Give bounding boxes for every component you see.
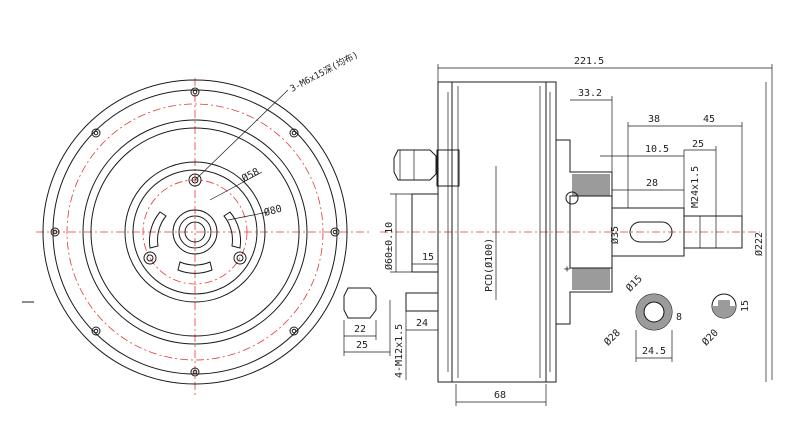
- dia-20: Ø20: [700, 327, 721, 348]
- dia-35: Ø35: [609, 226, 621, 244]
- outer-rim: [42, 79, 348, 385]
- left-valve-block: [436, 149, 460, 187]
- shaft-small: [683, 215, 743, 249]
- rim-inner-3: [90, 127, 300, 337]
- hub-flange-inner: [132, 169, 258, 295]
- hub-slot-bottom: [177, 261, 213, 274]
- hub-slot-left: [148, 211, 167, 249]
- rim-inner-2: [82, 119, 308, 345]
- pcd-label: PCD(Ø100): [483, 238, 495, 292]
- dim-15: 15: [422, 252, 434, 263]
- left-bolt-shank: [405, 292, 439, 312]
- dimension-lines: [343, 64, 773, 406]
- dia-80-leader: [227, 211, 269, 221]
- bearing-mid: [178, 215, 212, 249]
- dim-8: 8: [676, 312, 682, 323]
- dia-58-label: Ø58: [240, 166, 262, 185]
- dia-60: Ø60±0.10: [383, 222, 395, 270]
- hub-slot-right: [223, 211, 242, 249]
- thread-m12: 4-M12x1.5: [394, 324, 405, 378]
- hub-flange: [124, 161, 266, 303]
- dim-28: 28: [646, 178, 658, 189]
- dia-15: Ø15: [624, 273, 645, 294]
- dim-overall-width: 221.5: [574, 56, 604, 67]
- left-bolt-head: [343, 287, 377, 319]
- front-view: 3-M6x15深(均布) Ø58 Ø80: [22, 48, 370, 395]
- side-view: +: [343, 56, 773, 406]
- hole-note-leader: [194, 89, 289, 181]
- shaft-bore: [184, 221, 206, 243]
- bearing-outer: [172, 209, 218, 255]
- dim-33-2: 33.2: [578, 88, 602, 99]
- thread-m24: M24x1.5: [690, 166, 701, 208]
- dia-222: Ø222: [753, 232, 765, 256]
- dim-15-small: 15: [740, 300, 751, 312]
- hatch-lower: [572, 268, 610, 290]
- dim-68: 68: [494, 390, 506, 401]
- front-bolt-circle: [66, 103, 324, 361]
- shaft-sections: Ø15 8 Ø28 24.5 Ø20 15: [602, 273, 751, 362]
- hole-note-label: 3-M6x15深(均布): [288, 48, 361, 94]
- keyway: [629, 221, 673, 243]
- dim-25-bottom: 25: [356, 340, 368, 351]
- dim-24: 24: [416, 318, 428, 329]
- dim-10-5: 10.5: [645, 144, 669, 155]
- section-large-hatch-bottom: [636, 312, 672, 330]
- dia-80-label: Ø80: [263, 203, 284, 219]
- hatch-upper: [572, 174, 610, 196]
- right-hub: [555, 139, 613, 325]
- dia-28: Ø28: [602, 327, 623, 348]
- dim-24-5: 24.5: [642, 346, 666, 357]
- dim-22: 22: [354, 324, 366, 335]
- plus-mark: +: [564, 264, 570, 275]
- m6-holes: [143, 173, 247, 265]
- dim-25-top: 25: [692, 139, 704, 150]
- bearing-top: [565, 191, 579, 205]
- dia-58-leader: [209, 171, 263, 201]
- left-axle-stub: [411, 193, 439, 273]
- section-large-bore: [643, 301, 665, 323]
- rim-bolts: [50, 87, 340, 377]
- section-large-hatch-top: [636, 294, 672, 312]
- dim-38: 38: [648, 114, 660, 125]
- dim-45: 45: [703, 114, 715, 125]
- section-small-hatch: [712, 300, 736, 318]
- valve-nut: [393, 149, 437, 181]
